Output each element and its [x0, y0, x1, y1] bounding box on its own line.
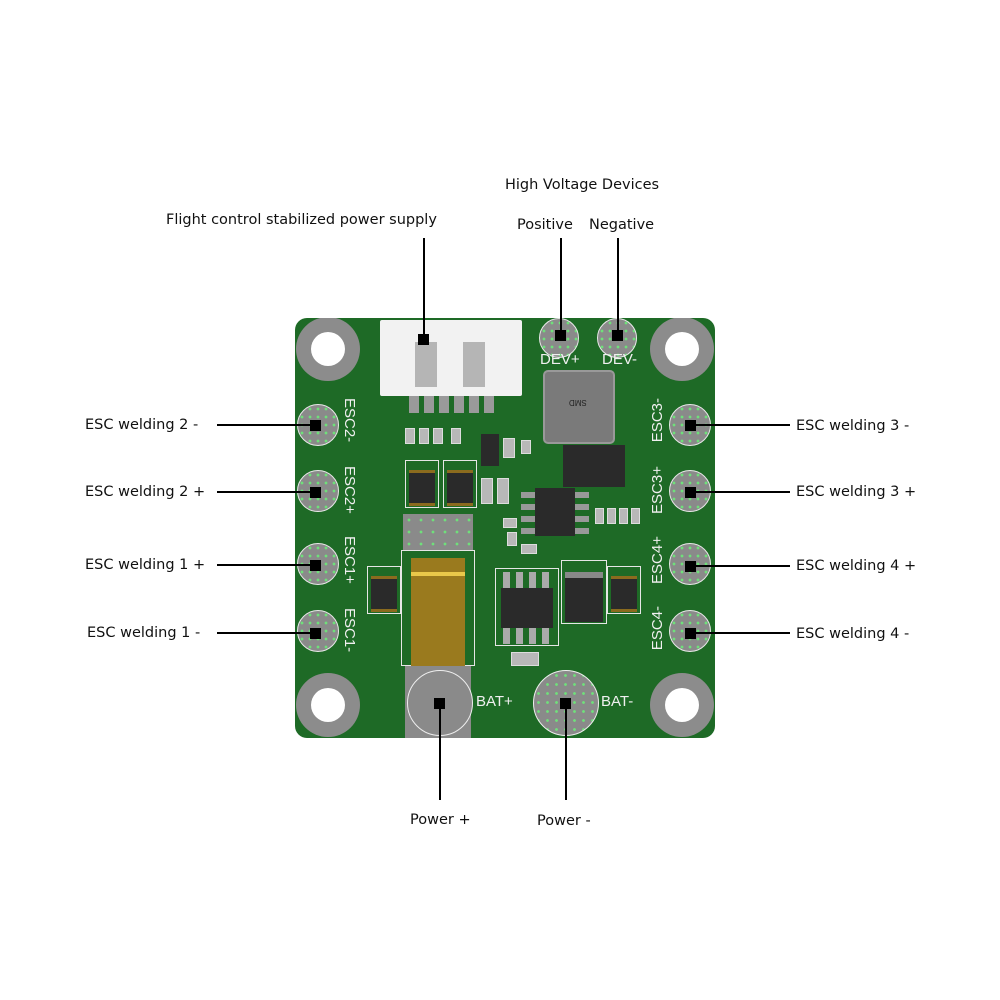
leader-power-plus — [439, 702, 441, 800]
label-esc3-minus: ESC welding 3 - — [796, 418, 910, 434]
power-inductor — [543, 370, 615, 444]
silk-esc3-plus: ESC3+ — [649, 466, 666, 514]
copper-area — [403, 514, 473, 550]
capacitor-outline — [607, 566, 641, 614]
inductor — [409, 470, 435, 506]
mounting-hole-top-left — [296, 318, 360, 381]
label-esc1-plus: ESC welding 1 + — [85, 557, 206, 573]
silk-dev-minus: DEV- — [602, 351, 638, 368]
ic-pins-top — [503, 572, 553, 588]
resistor — [503, 518, 517, 528]
label-esc1-minus: ESC welding 1 - — [87, 625, 201, 641]
label-esc4-plus: ESC welding 4 + — [796, 558, 917, 574]
capacitor — [611, 576, 637, 612]
connector-pin — [415, 342, 437, 387]
connector-leads — [409, 396, 499, 413]
leader-positive — [560, 238, 562, 334]
resistor — [433, 428, 443, 444]
leader-dot — [434, 698, 445, 709]
leader-esc1-plus — [217, 564, 317, 566]
silk-esc1-minus: ESC1- — [341, 608, 358, 653]
ic-regulator-body — [535, 488, 575, 536]
leader-dot — [685, 420, 696, 431]
leader-dot — [612, 330, 623, 341]
schottky-diode — [565, 572, 603, 622]
resistor — [631, 508, 640, 524]
esc4-minus-pad[interactable] — [669, 610, 711, 652]
leader-dot — [555, 330, 566, 341]
capacitor — [451, 428, 461, 444]
inductor-marking: SMD — [569, 398, 587, 407]
label-flight-control-power: Flight control stabilized power supply — [166, 212, 437, 228]
leader-dot — [685, 487, 696, 498]
mounting-hole-top-right — [650, 318, 714, 381]
label-esc3-plus: ESC welding 3 + — [796, 484, 917, 500]
leader-negative — [617, 238, 619, 334]
ic-mosfet — [501, 588, 553, 628]
silk-esc4-plus: ESC4+ — [649, 536, 666, 584]
jst-connector — [380, 320, 522, 396]
leader-esc2-plus — [217, 491, 317, 493]
label-high-voltage-devices: High Voltage Devices — [505, 177, 660, 193]
mounting-hole-bottom-right — [650, 673, 714, 737]
label-esc4-minus: ESC welding 4 - — [796, 626, 910, 642]
resistor — [619, 508, 628, 524]
leader-flight-control — [423, 238, 425, 338]
resistor — [521, 544, 537, 554]
leader-dot — [310, 420, 321, 431]
resistor — [595, 508, 604, 524]
smd-component — [481, 434, 499, 466]
leader-esc3-minus — [690, 424, 790, 426]
inductor — [447, 470, 473, 506]
ic-pins-bottom — [503, 628, 553, 644]
led — [511, 652, 539, 666]
inductor-outline — [405, 460, 439, 508]
leader-esc3-plus — [690, 491, 790, 493]
silk-esc3-minus: ESC3- — [649, 398, 666, 443]
diode-outline — [561, 560, 607, 624]
leader-dot — [560, 698, 571, 709]
silk-esc2-plus: ESC2+ — [341, 466, 358, 514]
leader-dot — [310, 628, 321, 639]
diode — [563, 445, 625, 487]
capacitor-outline — [367, 566, 401, 614]
shunt-resistor — [411, 558, 465, 672]
silk-esc1-plus: ESC1+ — [341, 536, 358, 584]
label-power-minus: Power - — [537, 813, 591, 829]
leader-power-minus — [565, 702, 567, 800]
silk-bat-plus: BAT+ — [476, 693, 513, 710]
pcb-board: DEV+ DEV- ESC2- ESC2+ ESC1+ ESC1- ESC3- … — [295, 318, 715, 738]
capacitor — [497, 478, 509, 504]
capacitor — [521, 440, 531, 454]
leader-dot — [685, 561, 696, 572]
leader-esc4-minus — [690, 632, 790, 634]
inductor-outline — [443, 460, 477, 508]
silk-dev-plus: DEV+ — [540, 351, 580, 368]
resistor — [419, 428, 429, 444]
resistor — [607, 508, 616, 524]
ic-outline — [495, 568, 559, 646]
capacitor — [481, 478, 493, 504]
resistor — [405, 428, 415, 444]
leader-dot — [685, 628, 696, 639]
leader-esc2-minus — [217, 424, 317, 426]
leader-dot — [310, 560, 321, 571]
silk-esc4-minus: ESC4- — [649, 606, 666, 651]
leader-esc4-plus — [690, 565, 790, 567]
mounting-hole-bottom-left — [296, 673, 360, 737]
capacitor — [371, 576, 397, 612]
resistor — [507, 532, 517, 546]
leader-dot — [310, 487, 321, 498]
label-power-plus: Power + — [410, 812, 471, 828]
connector-pin — [463, 342, 485, 387]
label-esc2-minus: ESC welding 2 - — [85, 417, 199, 433]
label-positive: Positive — [517, 217, 573, 233]
silk-esc2-minus: ESC2- — [341, 398, 358, 443]
capacitor — [503, 438, 515, 458]
label-esc2-plus: ESC welding 2 + — [85, 484, 206, 500]
leader-dot — [418, 334, 429, 345]
silk-bat-minus: BAT- — [601, 693, 634, 710]
leader-esc1-minus — [217, 632, 317, 634]
label-negative: Negative — [589, 217, 655, 233]
